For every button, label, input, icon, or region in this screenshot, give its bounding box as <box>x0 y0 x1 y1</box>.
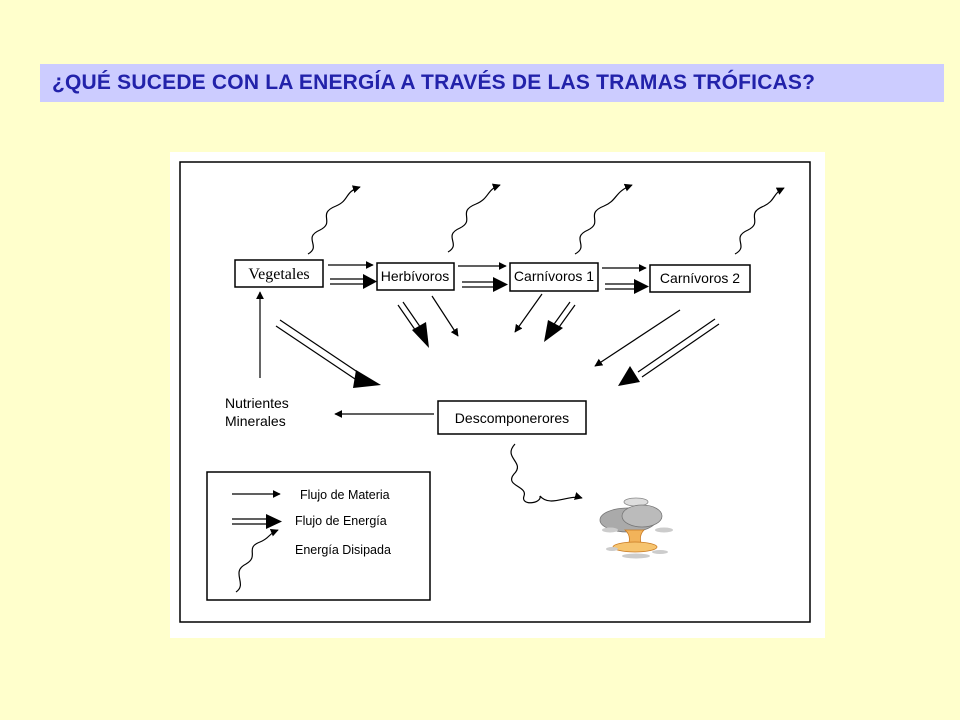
energy-arrow-veg-herb <box>330 274 377 289</box>
node-herbivoros: Herbívoros <box>376 262 455 291</box>
dissipated-energy-descomponedores <box>510 443 583 504</box>
energy-arrow-herb-desc <box>397 301 429 348</box>
trophic-diagram: Vegetales Herbívoros Carnívoros 1 Carnív… <box>179 161 811 623</box>
energy-arrow-herb-carn1 <box>462 277 508 292</box>
dissipated-energy-herbivoros <box>447 183 501 253</box>
dissipated-energy-carnivoros-2 <box>734 187 785 255</box>
node-minerales-label: Minerales <box>225 413 286 429</box>
node-vegetales: Vegetales <box>234 259 324 288</box>
matter-arrow-carn2-desc <box>594 309 681 367</box>
node-descomponedores-label: Descomponerores <box>455 410 569 426</box>
matter-arrow-carn1-desc <box>514 293 543 333</box>
node-nutrientes-minerales: Nutrientes Minerales <box>225 395 289 429</box>
node-nutrientes-label: Nutrientes <box>225 395 289 411</box>
energy-arrow-veg-desc <box>275 319 381 388</box>
legend-energy-arrow <box>232 514 282 529</box>
node-carnivoros-1-label: Carnívoros 1 <box>514 268 594 284</box>
legend-matter-label: Flujo de Materia <box>300 488 390 502</box>
page-title: ¿QUÉ SUCEDE CON LA ENERGÍA A TRAVÉS DE L… <box>52 71 816 94</box>
node-carnivoros-2: Carnívoros 2 <box>649 264 751 293</box>
node-carnivoros-1: Carnívoros 1 <box>509 262 599 292</box>
energy-arrow-carn1-carn2 <box>605 279 649 294</box>
dissipated-energy-vegetales <box>307 185 361 255</box>
explosion-icon <box>599 497 673 559</box>
diagram-frame <box>179 161 811 623</box>
node-vegetales-label: Vegetales <box>248 266 309 283</box>
legend: Flujo de Materia Flujo de Energía Energí… <box>206 471 431 601</box>
matter-arrow-herb-desc <box>431 295 459 337</box>
title-bar: ¿QUÉ SUCEDE CON LA ENERGÍA A TRAVÉS DE L… <box>40 64 944 102</box>
node-herbivoros-label: Herbívoros <box>381 268 449 284</box>
legend-dissipated-label: Energía Disipada <box>295 543 391 557</box>
node-carnivoros-2-label: Carnívoros 2 <box>660 270 740 286</box>
energy-arrow-carn1-desc <box>544 301 576 342</box>
trophic-diagram-panel: Vegetales Herbívoros Carnívoros 1 Carnív… <box>170 152 825 638</box>
energy-arrow-carn2-desc <box>618 318 720 386</box>
legend-energy-label: Flujo de Energía <box>295 514 387 528</box>
dissipated-energy-carnivoros-1 <box>574 183 633 255</box>
node-descomponedores: Descomponerores <box>437 400 587 435</box>
legend-dissipated-arrow <box>235 528 279 593</box>
